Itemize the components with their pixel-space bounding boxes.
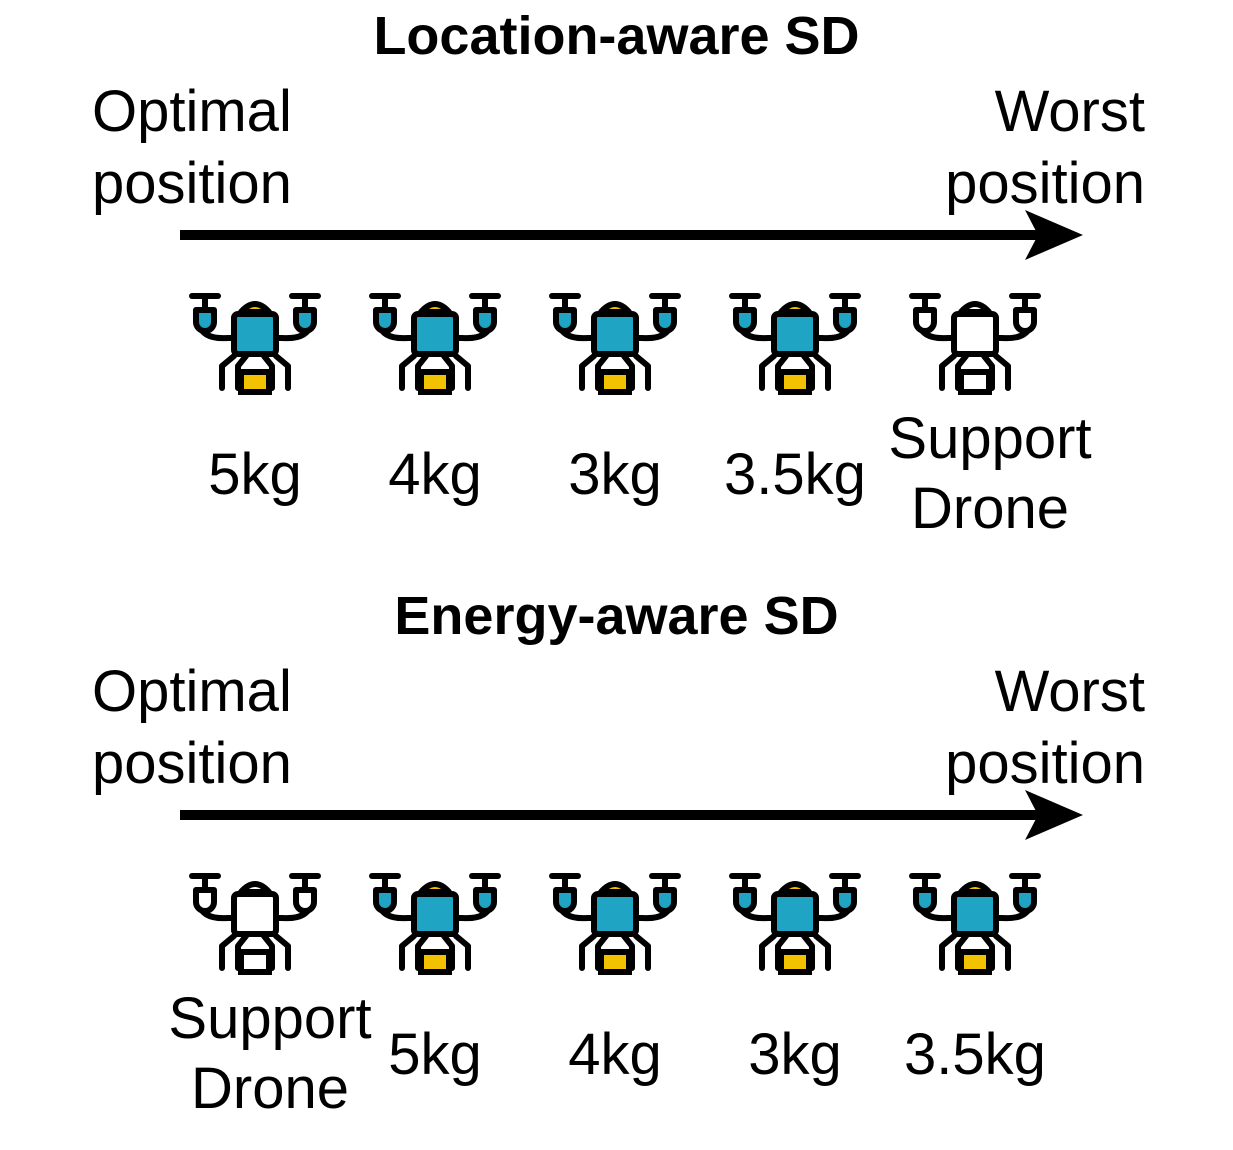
- optimal-position-label: Optimal position: [92, 79, 292, 216]
- delivery-drone-icon: [728, 870, 862, 980]
- panel-title: Location-aware SD: [373, 6, 860, 66]
- energy-aware-panel: Energy-aware SD Optimal position Worst p…: [0, 580, 1233, 1150]
- payload-weight-label: 3kg: [568, 442, 662, 507]
- payload-weight-label: 5kg: [208, 442, 302, 507]
- support-drone-icon: [188, 870, 322, 980]
- payload-weight-label: 3.5kg: [724, 442, 866, 507]
- payload-weight-label: 3kg: [748, 1022, 842, 1087]
- location-aware-panel: Location-aware SD Optimal position Worst…: [0, 0, 1233, 570]
- worst-position-label: Worst position: [945, 79, 1145, 216]
- ordering-arrow: [180, 210, 1083, 260]
- delivery-drone-icon: [188, 290, 322, 400]
- optimal-position-label: Optimal position: [92, 659, 292, 796]
- ordering-arrow: [180, 790, 1083, 840]
- payload-weight-label: 3.5kg: [904, 1022, 1046, 1087]
- panel-title: Energy-aware SD: [394, 586, 839, 646]
- delivery-drone-icon: [368, 290, 502, 400]
- delivery-drone-icon: [548, 290, 682, 400]
- payload-weight-label: 5kg: [388, 1022, 482, 1087]
- payload-weight-label: 4kg: [568, 1022, 662, 1087]
- delivery-drone-icon: [728, 290, 862, 400]
- worst-position-label: Worst position: [945, 659, 1145, 796]
- payload-weight-label: 4kg: [388, 442, 482, 507]
- drone-row: [0, 290, 1233, 400]
- delivery-drone-icon: [368, 870, 502, 980]
- support-drone-icon: [908, 290, 1042, 400]
- delivery-drone-icon: [908, 870, 1042, 980]
- drone-row: [0, 870, 1233, 980]
- delivery-drone-icon: [548, 870, 682, 980]
